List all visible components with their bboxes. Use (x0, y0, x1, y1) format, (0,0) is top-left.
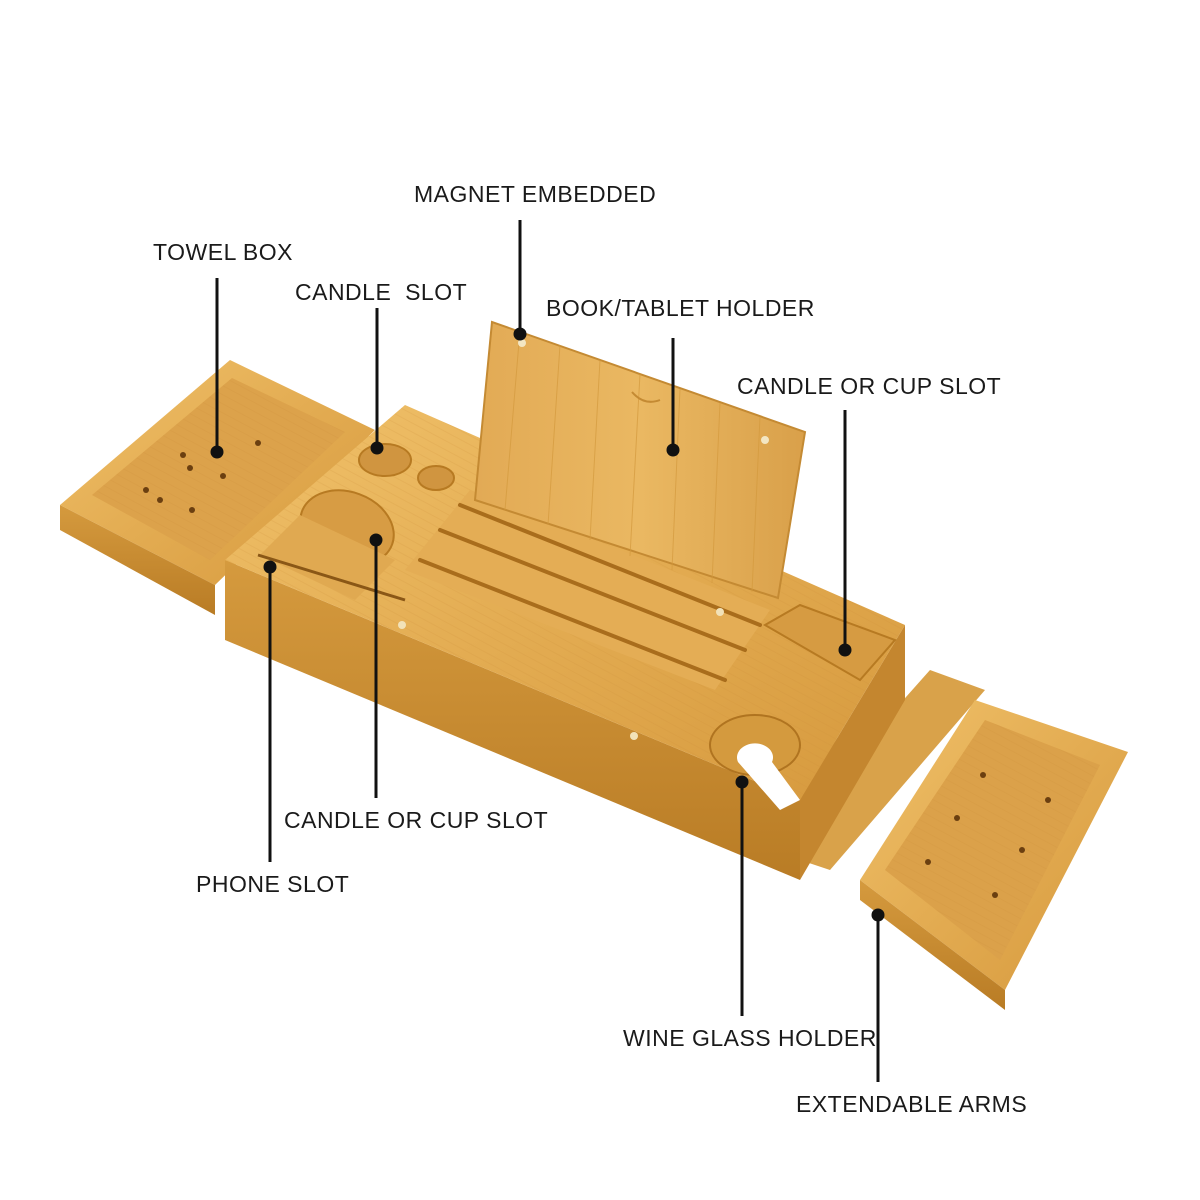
label-extendable-arms: EXTENDABLE ARMS (796, 1091, 1027, 1117)
magnet-icon (518, 339, 526, 347)
candle-cup-slot-right-recess (762, 603, 897, 682)
wine-glass-notch (737, 743, 800, 810)
leader-lines (210, 220, 885, 1082)
label-book-tablet-holder: BOOK/TABLET HOLDER (546, 295, 815, 321)
main-tray (225, 405, 905, 880)
label-magnet-embedded: MAGNET EMBEDDED (414, 181, 656, 207)
right-tray-holes (925, 772, 1051, 898)
label-candle-slot: CANDLE SLOT (295, 279, 467, 305)
book-tablet-holder-panel (473, 320, 807, 600)
label-candle-or-cup-slot-right: CANDLE OR CUP SLOT (737, 373, 1001, 399)
book-rest-grooves (418, 503, 762, 682)
left-tray-holes (143, 440, 261, 513)
label-phone-slot: PHONE SLOT (196, 871, 349, 897)
label-wine-glass-holder: WINE GLASS HOLDER (623, 1025, 877, 1051)
left-extendable-arm (60, 360, 380, 615)
candle-slot-recess (358, 443, 412, 477)
label-candle-or-cup-slot-center: CANDLE OR CUP SLOT (284, 807, 548, 833)
label-towel-box: TOWEL BOX (153, 239, 293, 265)
phone-slot-groove (257, 553, 406, 602)
